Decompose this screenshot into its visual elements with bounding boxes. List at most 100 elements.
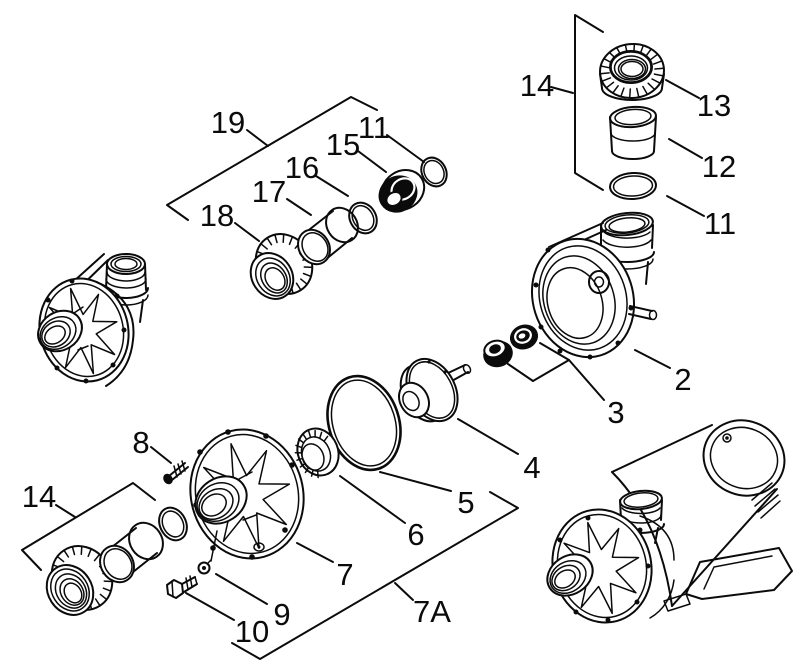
- pump-wet-end-reference: [37, 253, 149, 387]
- leader-3: [532, 359, 570, 382]
- mount-tab: [253, 542, 265, 552]
- callout-17: 17: [252, 174, 286, 209]
- discharge-opening: [619, 489, 663, 511]
- leader-3: [568, 359, 605, 401]
- tailpiece-17: [297, 206, 359, 266]
- thread-band: [602, 239, 652, 248]
- bracket-14t: [574, 14, 604, 191]
- shaft-stub: [462, 364, 472, 374]
- bracket-7A: [231, 491, 519, 660]
- leader-11b: [666, 195, 705, 217]
- callout-10: 10: [235, 614, 269, 649]
- impeller-4: [398, 357, 472, 423]
- seat-bore: [516, 331, 528, 341]
- vent-slot: [754, 488, 776, 507]
- drain-nub: [648, 309, 658, 321]
- callout-14b: 14: [22, 479, 56, 514]
- o-ring-11-right: [609, 171, 657, 201]
- pipe-bottom: [611, 150, 655, 160]
- pipe-seam: [610, 132, 656, 142]
- screw-8: [163, 460, 189, 485]
- callout-7A: 7A: [413, 594, 451, 629]
- thread-band: [603, 231, 651, 239]
- callout-2: 2: [674, 362, 691, 397]
- motor-pump-seam: [611, 471, 673, 607]
- leader-7: [296, 542, 334, 563]
- callout-3: 3: [607, 395, 624, 430]
- thread-band: [621, 507, 661, 515]
- callout-13: 13: [697, 88, 731, 123]
- callout-11b: 11: [704, 206, 736, 241]
- leader-19: [246, 129, 269, 147]
- callout-15: 15: [326, 127, 360, 162]
- screw-head: [163, 473, 173, 485]
- nut-skirt: [601, 87, 663, 101]
- threads: [49, 568, 91, 612]
- callout-12: 12: [702, 149, 736, 184]
- leader-17: [286, 198, 312, 216]
- leader-8: [150, 446, 172, 464]
- thread-band: [106, 271, 146, 282]
- union-nut-bottom: [45, 545, 114, 616]
- leader-18: [234, 222, 260, 242]
- retainer-nut-9: [197, 559, 212, 575]
- threads: [610, 51, 652, 83]
- callout-9: 9: [273, 597, 290, 632]
- leader-16: [315, 175, 349, 197]
- leader-10: [185, 592, 235, 621]
- motor-end-cap: [702, 419, 786, 497]
- pipe-back: [325, 206, 359, 244]
- hardware-link-line: [210, 530, 218, 562]
- o-ring-5: [326, 374, 402, 472]
- leader-3: [507, 363, 534, 382]
- pipe-back: [128, 521, 164, 561]
- shaft-hub: [588, 270, 610, 294]
- callout-18: 18: [200, 198, 234, 233]
- wear-ring-6: [294, 427, 340, 479]
- leader-6: [339, 475, 406, 524]
- shaft-seal-set-3: [483, 324, 539, 368]
- leader-9: [215, 573, 268, 605]
- union-nut-13: [599, 42, 665, 101]
- callout-5: 5: [457, 485, 474, 520]
- vent-slot: [757, 494, 779, 513]
- shaft-seal-15: [378, 169, 426, 213]
- callout-14t: 14: [520, 68, 554, 103]
- rotor-bore: [489, 344, 501, 354]
- callout-11a: 11: [358, 110, 390, 145]
- face-plate-7: [189, 428, 305, 562]
- motor-body-bottom: [671, 488, 778, 607]
- o-ring-11-left: [420, 156, 448, 188]
- o-ring-16: [348, 201, 378, 235]
- leader-11a: [386, 134, 425, 163]
- callout-19: 19: [211, 105, 245, 140]
- leader-13: [665, 79, 700, 99]
- leader-3: [539, 342, 570, 361]
- seal-bore: [385, 191, 403, 207]
- callout-7: 7: [336, 557, 353, 592]
- motor-body-top: [611, 424, 713, 473]
- leader-14t: [550, 86, 574, 94]
- bracket-19: [166, 96, 378, 221]
- leader-15: [357, 150, 387, 173]
- pump-assembly-7a: [546, 419, 793, 624]
- volute-housing-2: [530, 211, 658, 360]
- volute-bowl: [542, 255, 616, 345]
- hex-bolt-10: [166, 575, 198, 599]
- threads: [254, 257, 292, 297]
- cap-screw: [722, 433, 732, 443]
- hatch-band: [294, 429, 329, 479]
- callout-8: 8: [132, 425, 149, 460]
- bolt-head: [166, 579, 184, 599]
- knurl-ribs: [599, 43, 665, 99]
- leader-2: [634, 349, 671, 369]
- base-foot: [663, 593, 691, 612]
- o-ring-bottom: [158, 506, 188, 542]
- leader-14b: [55, 504, 76, 518]
- tailpiece-bottom: [99, 521, 164, 584]
- callout-4: 4: [523, 450, 540, 485]
- volute-arc: [639, 515, 675, 561]
